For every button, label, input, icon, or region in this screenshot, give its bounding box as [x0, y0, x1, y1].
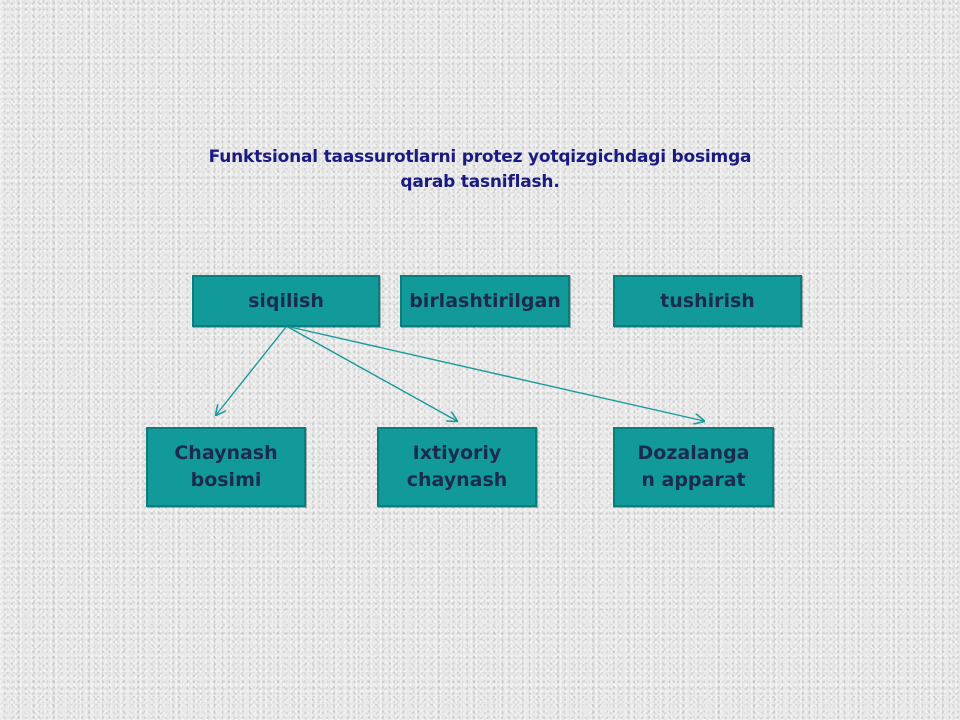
title-line-2: qarab tasniflash. [400, 172, 560, 192]
node-label-line-2: n apparat [641, 469, 746, 491]
node-chaynash-bosimi: Chaynash bosimi [146, 427, 306, 507]
node-label: tushirish [660, 290, 755, 312]
arrow-to-chaynash-bosimi [216, 326, 287, 415]
node-label-line-1: Ixtiyoriy [412, 442, 502, 464]
node-label-line-1: Chaynash [174, 442, 278, 464]
node-label-line-1: Dozalanga [637, 442, 750, 464]
node-siqilish: siqilish [192, 275, 380, 327]
title-line-1: Funktsional taassurotlarni protez yotqiz… [208, 147, 752, 167]
slide-title: Funktsional taassurotlarni protez yotqiz… [120, 145, 840, 195]
arrow-to-ixtiyoriy-chaynash [287, 326, 457, 421]
node-birlashtirilgan: birlashtirilgan [400, 275, 570, 327]
node-label-line-2: bosimi [190, 469, 262, 491]
node-label-line-2: chaynash [406, 469, 508, 491]
node-label: birlashtirilgan [409, 290, 561, 312]
node-tushirish: tushirish [613, 275, 802, 327]
node-label: siqilish [248, 290, 324, 312]
node-dozalangan-apparat: Dozalanga n apparat [613, 427, 774, 507]
node-ixtiyoriy-chaynash: Ixtiyoriy chaynash [377, 427, 537, 507]
arrow-to-dozalangan-apparat [289, 326, 704, 421]
